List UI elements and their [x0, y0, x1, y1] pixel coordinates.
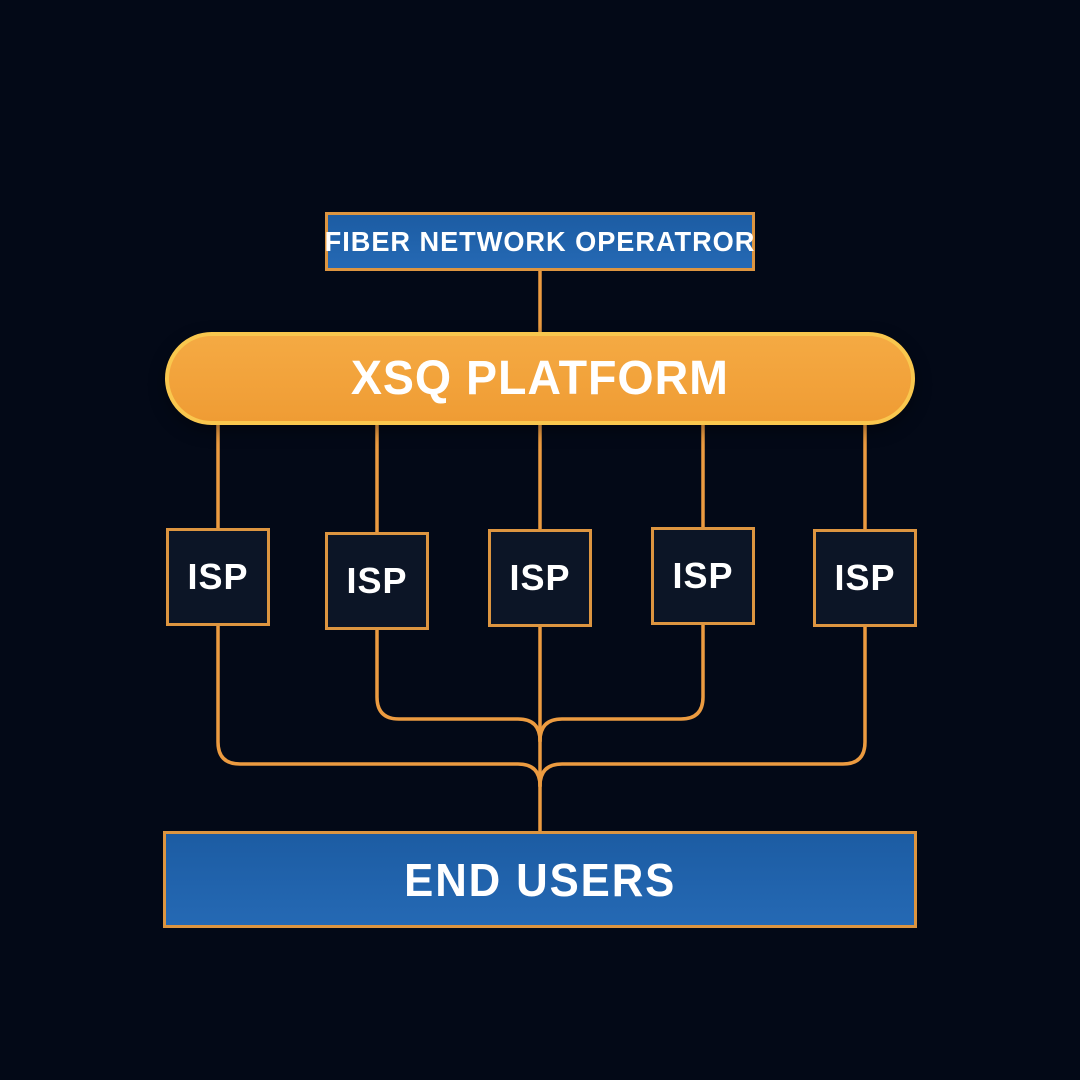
isp-node-5: ISP: [813, 529, 917, 627]
isp-node-1: ISP: [166, 528, 270, 626]
isp-node-2: ISP: [325, 532, 429, 630]
end-users-node: END USERS: [163, 831, 917, 928]
xsq-platform-label: XSQ PLATFORM: [350, 352, 730, 405]
fiber-network-operator-node: FIBER NETWORK OPERATROR: [325, 212, 755, 271]
end-users-label: END USERS: [403, 853, 677, 906]
fiber-network-operator-label: FIBER NETWORK OPERATROR: [324, 225, 756, 257]
connector-isp-2-merge: [375, 618, 542, 743]
connector-isp-1-merge: [216, 618, 542, 788]
isp-label-1: ISP: [187, 556, 249, 597]
isp-label-4: ISP: [672, 555, 734, 596]
connector-isp-5-merge: [538, 618, 867, 788]
isp-node-3: ISP: [488, 529, 592, 627]
connector-isp-4-merge: [538, 618, 705, 743]
xsq-platform-node: XSQ PLATFORM: [165, 332, 915, 425]
isp-node-4: ISP: [651, 527, 755, 625]
isp-label-2: ISP: [346, 560, 408, 601]
isp-label-3: ISP: [509, 557, 571, 598]
isp-label-5: ISP: [834, 557, 896, 598]
